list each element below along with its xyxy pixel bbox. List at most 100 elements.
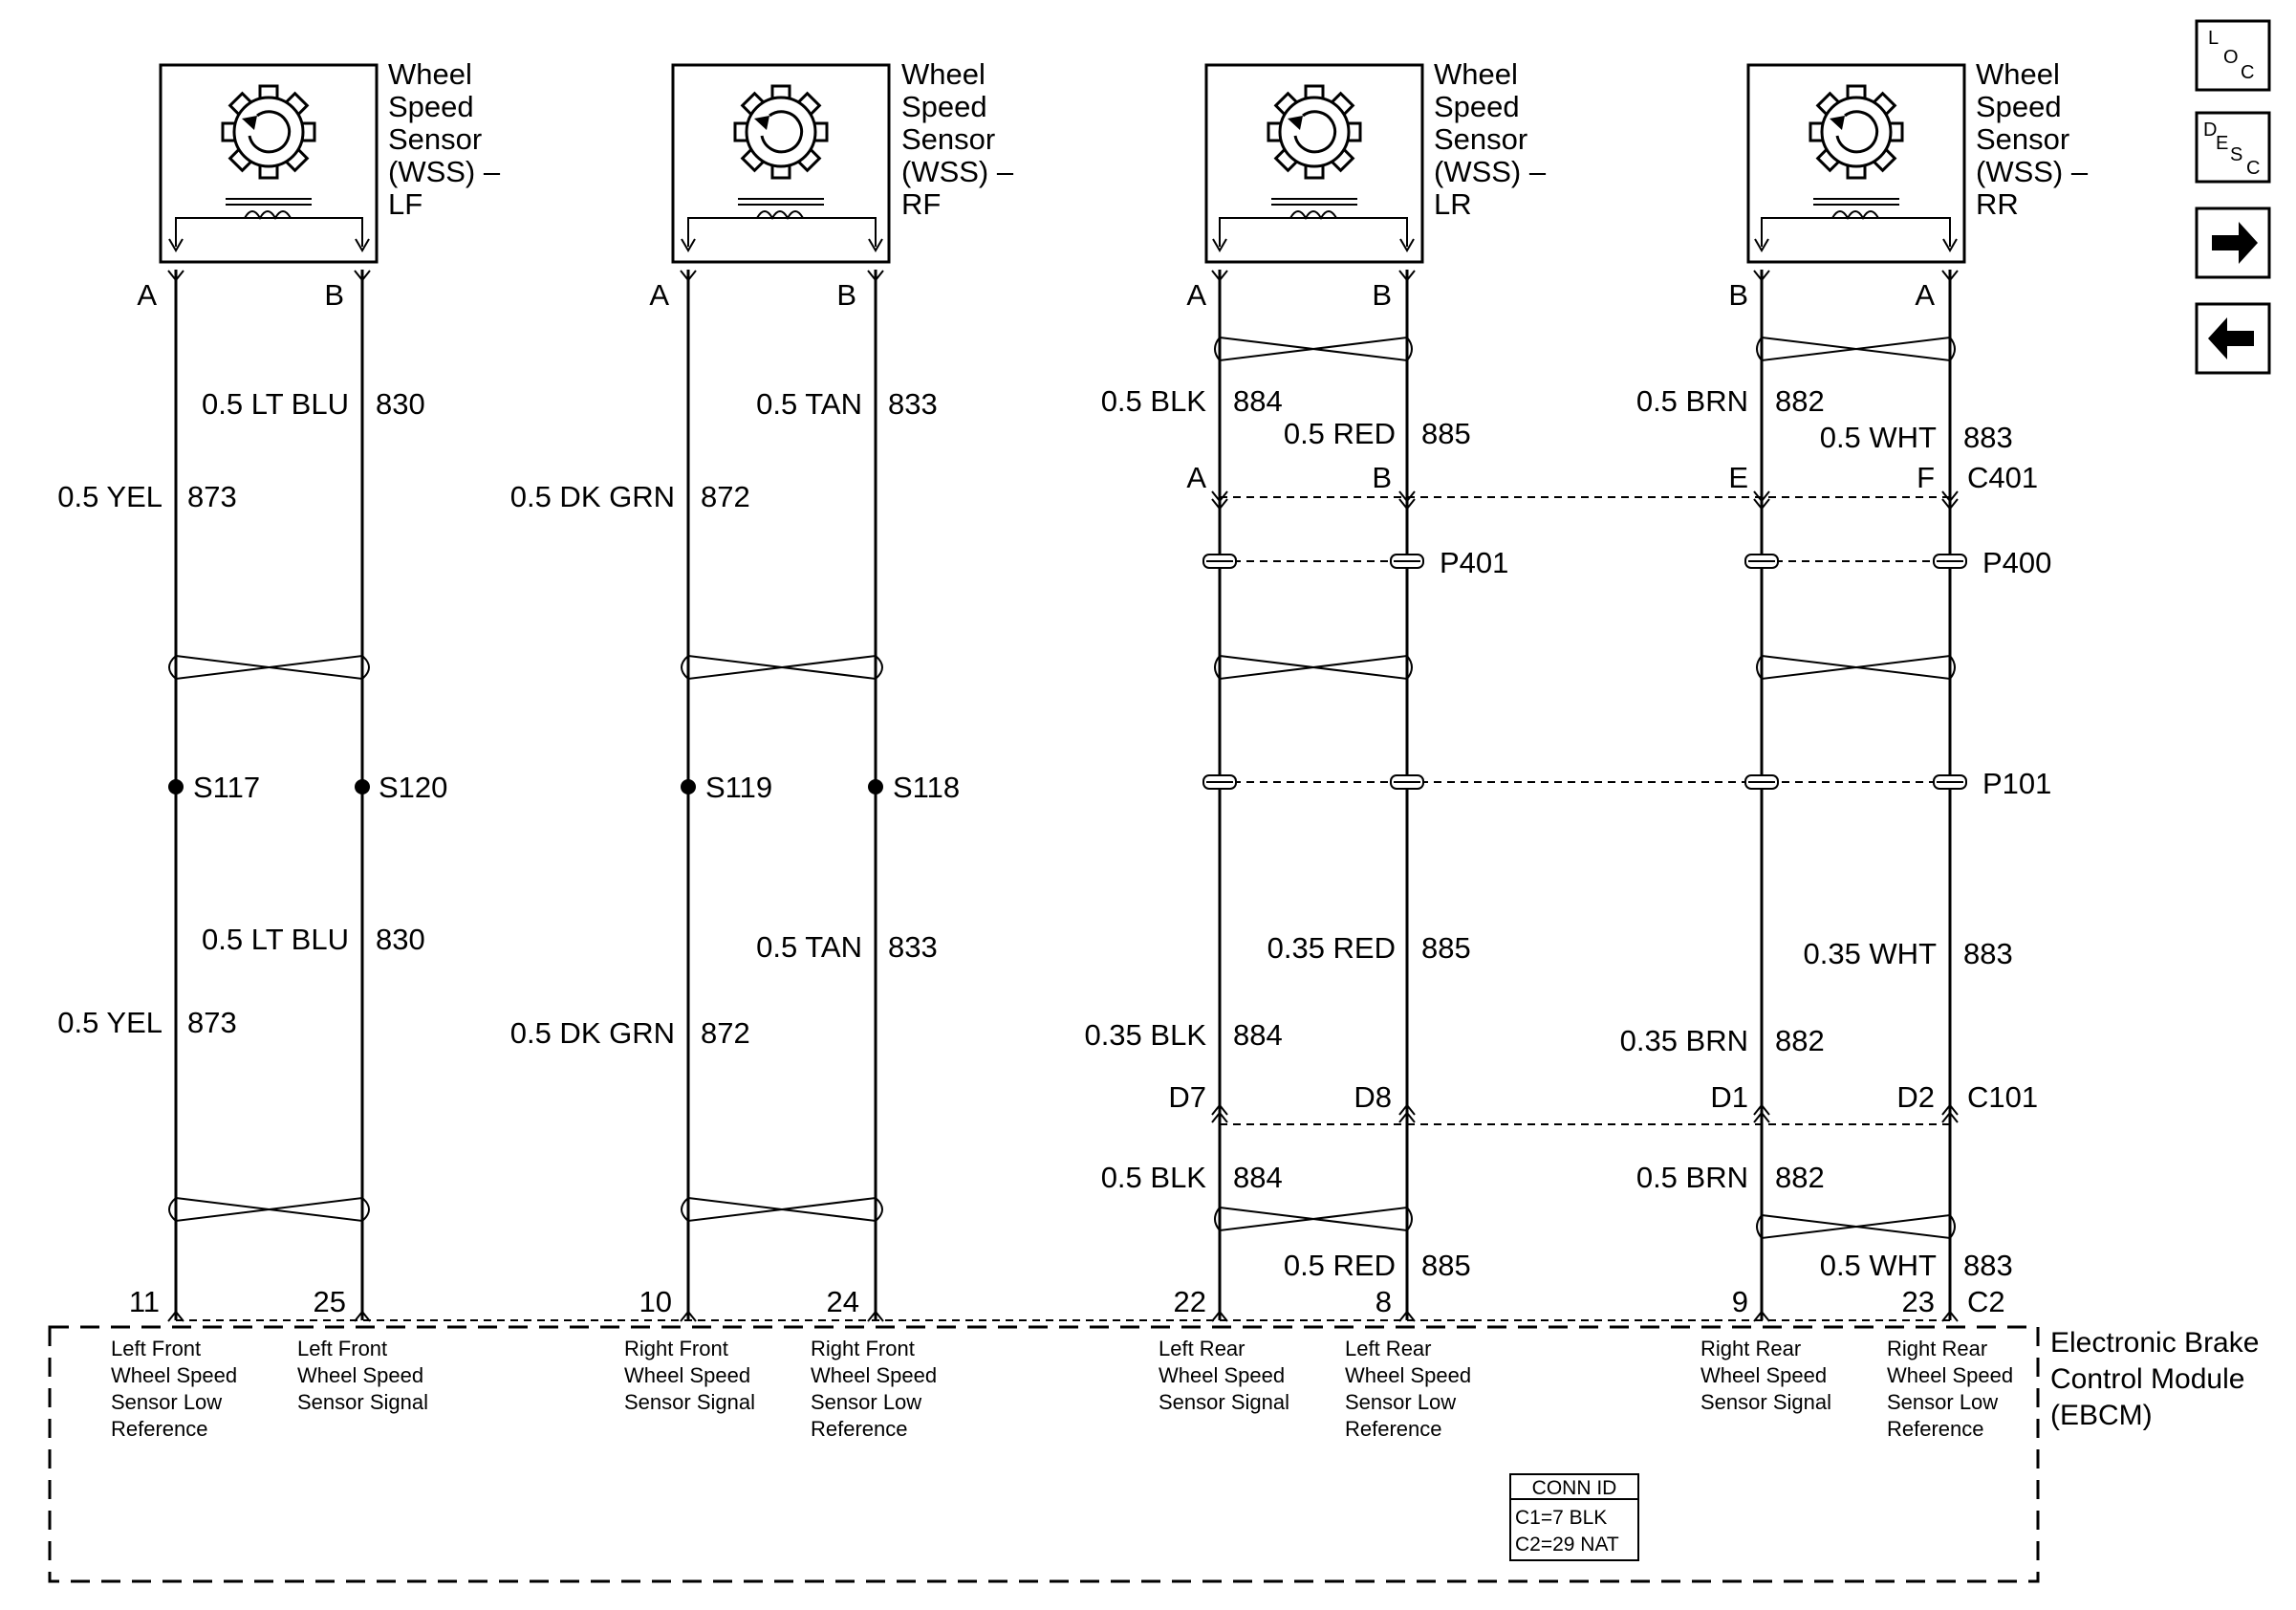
terminal-rr-low-ref: Right Rear Wheel Speed Sensor Low Refere…	[1887, 1337, 2013, 1441]
tone-wheel-icon	[1809, 84, 1904, 180]
sensor-lf-box	[159, 63, 379, 264]
wire-lf-873-circuit: 873	[187, 480, 237, 513]
wire-rr-882-mid-color: 0.35 BRN	[1620, 1024, 1748, 1057]
terminal-rr-signal: Right Rear Wheel Speed Sensor Signal	[1700, 1337, 1831, 1414]
terminal-lr-signal: Left Rear Wheel Speed Sensor Signal	[1159, 1337, 1289, 1414]
terminal-text: Reference	[1345, 1417, 1442, 1441]
sensor-rr: Wheel Speed Sensor (WSS) – RR	[1746, 57, 2089, 264]
terminal-text: Wheel Speed	[297, 1363, 423, 1387]
sensor-lr: Wheel Speed Sensor (WSS) – LR	[1204, 57, 1547, 264]
pin-lr-b: B	[1372, 278, 1392, 312]
wire-lr-884-mid-circuit: 884	[1233, 1018, 1283, 1052]
tone-wheel-icon	[221, 84, 316, 180]
wire-rr-882-circuit: 882	[1775, 384, 1825, 418]
description-button[interactable]: D E S C	[2195, 111, 2271, 184]
sensor-lf-title-1: Wheel	[388, 57, 472, 91]
tone-wheel-icon	[733, 84, 829, 180]
sensor-rf-title-3: Sensor	[901, 122, 995, 156]
wire-lf-830-low-color: 0.5 LT BLU	[202, 923, 349, 956]
wire-lr-885-low-circuit: 885	[1421, 1249, 1471, 1282]
terminal-lf-signal: Left Front Wheel Speed Sensor Signal	[297, 1337, 428, 1414]
sensor-rf: Wheel Speed Sensor (WSS) – RF	[671, 57, 1014, 264]
location-button-letter-1: L	[2208, 28, 2219, 49]
terminal-text: Sensor Low	[1345, 1390, 1456, 1414]
c101-name: C101	[1967, 1080, 2038, 1114]
sensor-lr-box	[1204, 63, 1424, 264]
terminal-text: Right Rear	[1887, 1337, 1987, 1360]
arrow-right-icon	[2212, 222, 2258, 264]
sensor-lr-title-1: Wheel	[1434, 57, 1518, 91]
terminal-text: Left Front	[297, 1337, 387, 1360]
terminal-text: Right Front	[624, 1337, 728, 1360]
terminal-text: Wheel Speed	[111, 1363, 237, 1387]
c101-pin-d7: D7	[1168, 1080, 1206, 1114]
wire-lr-884-color: 0.5 BLK	[1101, 384, 1207, 418]
wire-rr-882-low-circuit: 882	[1775, 1161, 1825, 1194]
location-button-frame[interactable]	[2195, 19, 2271, 92]
terminal-text: Left Rear	[1159, 1337, 1245, 1360]
c2-chevrons	[167, 1310, 1959, 1322]
forward-button[interactable]	[2195, 207, 2271, 279]
terminal-text: Left Rear	[1345, 1337, 1432, 1360]
wire-rf-833-low-color: 0.5 TAN	[756, 930, 862, 964]
c401-chevrons	[1211, 490, 1959, 511]
description-button-letter-3: S	[2230, 144, 2242, 165]
conn-id-outline	[1509, 1473, 1639, 1561]
sensor-rf-title-2: Speed	[901, 90, 987, 123]
wire-lf-830-circuit: 830	[376, 387, 425, 421]
sensor-rf-title-4: (WSS) –	[901, 155, 1014, 188]
c101-chevrons	[1211, 1103, 1959, 1123]
description-button-letter-1: D	[2203, 120, 2217, 141]
wire-rf-833-low-circuit: 833	[888, 930, 938, 964]
terminal-text: Sensor Signal	[1700, 1390, 1831, 1414]
terminal-rf-low-ref: Right Front Wheel Speed Sensor Low Refer…	[811, 1337, 937, 1441]
description-button-letter-2: E	[2216, 133, 2228, 154]
terminal-text: Right Rear	[1700, 1337, 1801, 1360]
wire-rr-882-low-color: 0.5 BRN	[1636, 1161, 1748, 1194]
pin-lf-b: B	[324, 278, 344, 312]
conn-id-c2: C2=29 NAT	[1515, 1534, 1619, 1556]
wire-lr-885-mid-color: 0.35 RED	[1267, 931, 1396, 965]
pin-rf-b: B	[836, 278, 856, 312]
c401-pin-a: A	[1186, 461, 1206, 494]
sensor-lr-title-2: Speed	[1434, 90, 1520, 123]
c2-pin-8: 8	[1375, 1285, 1392, 1318]
c401-pin-f: F	[1917, 461, 1935, 494]
wire-rr-883-color: 0.5 WHT	[1820, 421, 1937, 454]
pass-through-grommets: P401 P400 P101	[1202, 546, 2051, 800]
wire-rr-882-color: 0.5 BRN	[1636, 384, 1748, 418]
p101-label: P101	[1982, 767, 2051, 800]
sensor-lf-title-2: Speed	[388, 90, 474, 123]
terminal-text: Sensor Signal	[297, 1390, 428, 1414]
wire-lr-885-circuit: 885	[1421, 417, 1471, 450]
conn-id-title: CONN ID	[1532, 1477, 1617, 1499]
wire-rr-883-mid-circuit: 883	[1963, 937, 2013, 970]
module-name-line-3: (EBCM)	[2050, 1400, 2153, 1431]
terminal-text: Right Front	[811, 1337, 915, 1360]
c2-pin-11: 11	[129, 1285, 160, 1318]
c2-name: C2	[1967, 1285, 2005, 1318]
pin-rr-a: A	[1915, 278, 1935, 312]
terminal-text: Wheel Speed	[1345, 1363, 1471, 1387]
wire-lf-873-low-circuit: 873	[187, 1006, 237, 1039]
description-button-frame[interactable]	[2195, 111, 2271, 184]
back-button[interactable]	[2195, 302, 2271, 375]
sensor-lr-title-5: LR	[1434, 187, 1472, 221]
wire-rf-872-color: 0.5 DK GRN	[510, 480, 675, 513]
sensor-rr-title-3: Sensor	[1976, 122, 2069, 156]
sensor-lr-title-4: (WSS) –	[1434, 155, 1547, 188]
splice-s117	[168, 779, 184, 794]
splice-s120-label: S120	[379, 771, 447, 804]
splice-s119	[681, 779, 696, 794]
tone-wheel-icon	[1267, 84, 1362, 180]
location-button[interactable]: L O C	[2195, 19, 2271, 92]
sensor-rr-title-1: Wheel	[1976, 57, 2060, 91]
terminal-text: Reference	[811, 1417, 908, 1441]
sensor-lf-title-5: LF	[388, 187, 422, 221]
terminal-text: Wheel Speed	[624, 1363, 750, 1387]
p400-label: P400	[1982, 546, 2051, 579]
splices: S117 S120 S119 S118	[168, 771, 960, 804]
wire-rf-872-circuit: 872	[701, 480, 750, 513]
terminal-text: Wheel Speed	[1700, 1363, 1827, 1387]
